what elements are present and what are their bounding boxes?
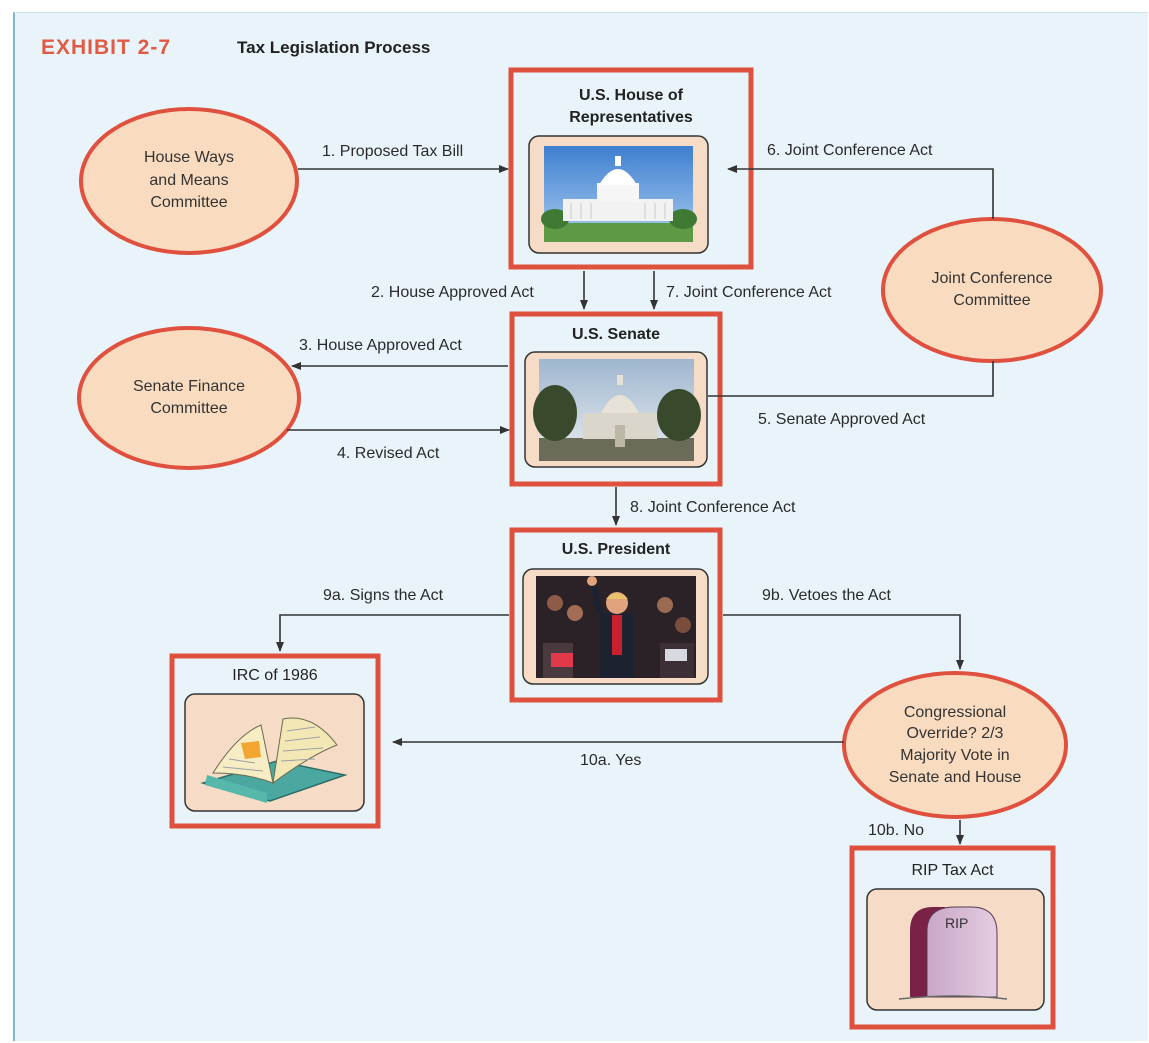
edge-label-6: 6. Joint Conference Act [767,142,933,159]
joint-committee-oval [881,217,1103,363]
ways-means-label: House Ways and Means Committee [143,149,235,212]
edge-label-3: 3. House Approved Act [299,337,462,354]
edge-label-8: 8. Joint Conference Act [630,499,796,516]
president-label: U.S. President [561,541,671,558]
diagram-graphics [77,67,1103,1030]
joint-committee-label: Joint Conference Committee [931,269,1053,309]
senate-finance-label: Senate Finance Committee [132,377,246,417]
senate-label: U.S. Senate [571,326,661,343]
senate-finance-oval [77,326,301,470]
edge-label-9b: 9b. Vetoes the Act [762,587,891,604]
exhibit-title: Tax Legislation Process [237,38,431,57]
tombstone-illustration [898,906,1008,1000]
president-photo [536,576,696,678]
edge-label-10a: 10a. Yes [580,752,642,769]
edge-label-4: 4. Revised Act [337,445,440,462]
exhibit-label: EXHIBIT 2-7 [41,36,172,59]
irc-label: IRC of 1986 [232,667,318,684]
book-illustration [200,717,348,803]
rip-box-label: RIP Tax Act [911,862,994,879]
edge-label-9a: 9a. Signs the Act [323,587,444,604]
house-label: U.S. House of Representatives [569,87,693,126]
override-oval [842,671,1068,819]
arrow-5 [708,361,994,397]
override-label: Congressional Override? 2/3 Majority Vot… [888,703,1022,786]
rip-stone-label: RIP [945,915,969,931]
capitol-photo [541,146,697,242]
ways-means-oval [79,107,299,255]
senate-capitol-photo [533,359,701,461]
arrow-9a [276,614,509,652]
edge-label-1: 1. Proposed Tax Bill [322,143,464,160]
edge-label-10b: 10b. No [868,822,925,839]
edge-label-7: 7. Joint Conference Act [666,284,832,301]
arrow-6 [727,165,994,219]
edge-label-2: 2. House Approved Act [371,284,534,301]
edge-label-5: 5. Senate Approved Act [758,411,926,428]
diagram-canvas: EXHIBIT 2-7 Tax Legislation Process U.S.… [13,12,1148,1041]
arrow-9b [723,614,964,670]
